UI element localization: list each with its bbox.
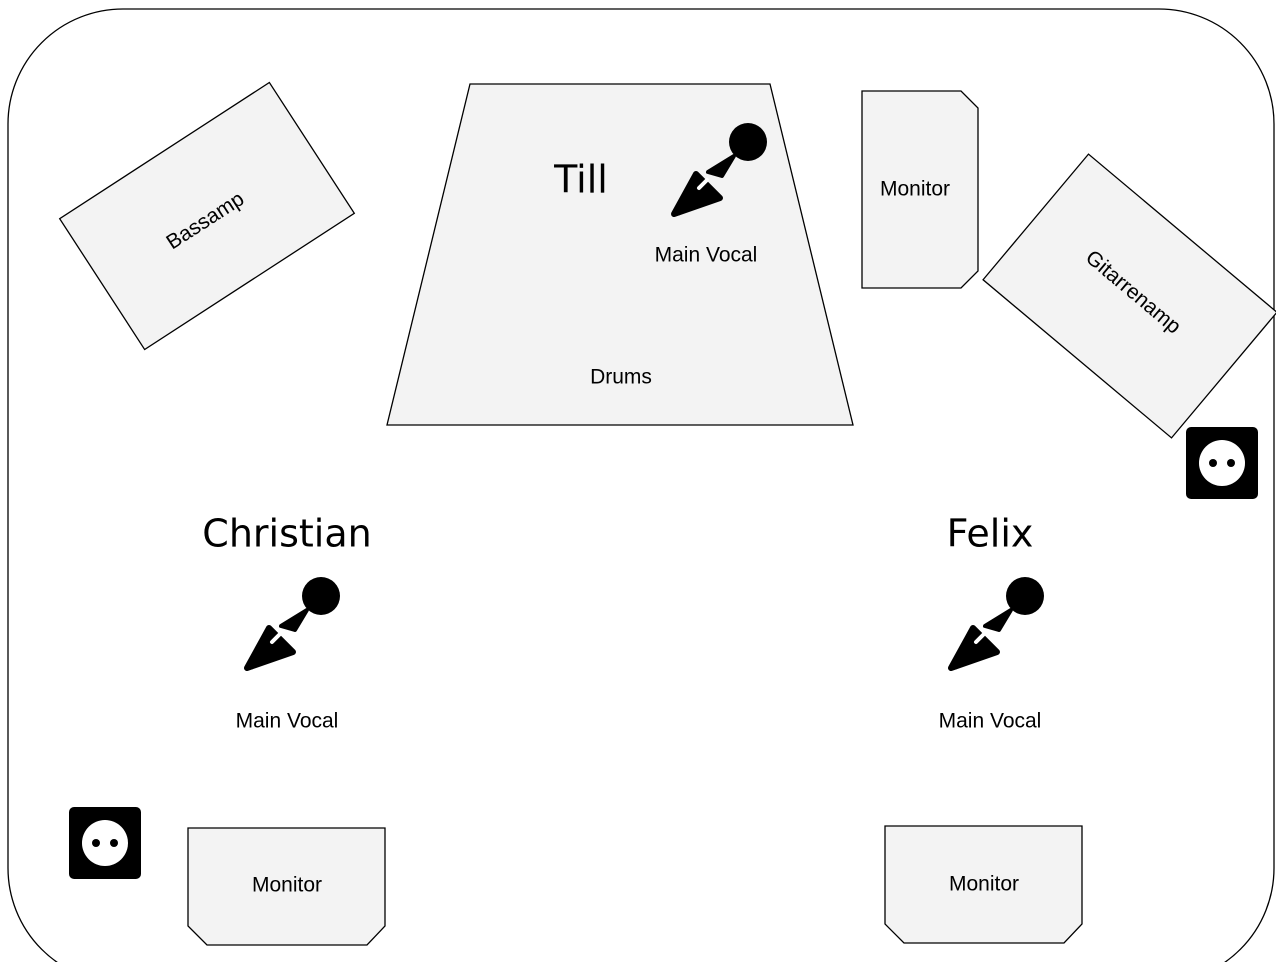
- monitor-top-label: Monitor: [880, 178, 950, 201]
- performer-name-felix: Felix: [947, 512, 1034, 556]
- monitor-bottom-left-label: Monitor: [252, 874, 322, 897]
- monitor-top: Monitor: [861, 90, 979, 289]
- performer-role-till: Main Vocal: [655, 244, 758, 267]
- performer-name-till: Till: [553, 158, 608, 202]
- power-outlet-icon: [69, 807, 141, 879]
- performer-name-christian: Christian: [202, 512, 371, 556]
- performer-role-felix: Main Vocal: [939, 710, 1042, 733]
- monitor-bottom-right: Monitor: [884, 825, 1083, 944]
- drums-label: Drums: [590, 366, 652, 389]
- power-outlet-icon: [1186, 427, 1258, 499]
- monitor-bottom-left: Monitor: [187, 827, 386, 946]
- performer-role-christian: Main Vocal: [236, 710, 339, 733]
- guitar-amp: Gitarrenamp: [982, 153, 1276, 439]
- bass-amp: Bassamp: [58, 81, 356, 351]
- drum-riser: Drums: [386, 83, 854, 426]
- monitor-bottom-right-label: Monitor: [949, 873, 1019, 896]
